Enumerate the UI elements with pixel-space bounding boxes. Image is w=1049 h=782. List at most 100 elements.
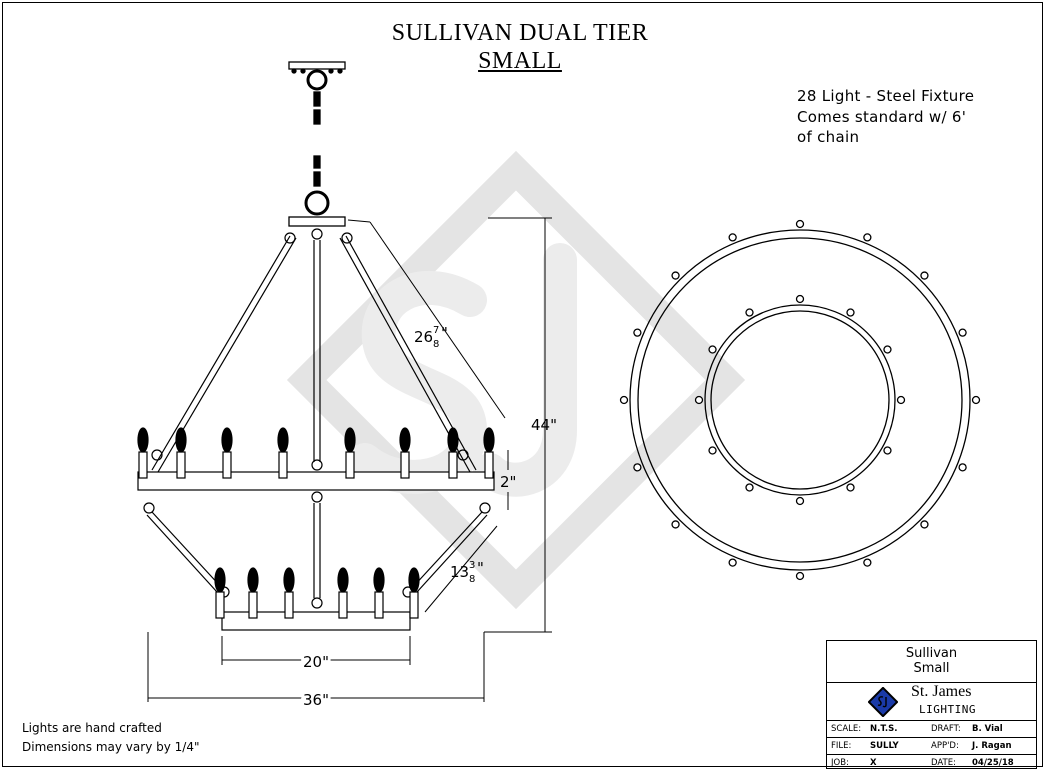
candle-sleeve (222, 451, 232, 479)
row-job-date: JOB: X DATE: 04/25/18 (827, 755, 1036, 771)
label: FILE: (831, 741, 852, 751)
candle-sleeve (215, 591, 225, 619)
note-line: Comes standard w/ 6' (797, 107, 967, 126)
row-scale-draft: SCALE: N.T.S. DRAFT: B. Vial (827, 721, 1036, 738)
dim-height: 44" (531, 416, 557, 434)
note-line: 28 Light - Steel Fixture (797, 87, 975, 105)
dim-upper-arm: 26 (414, 328, 433, 346)
candle-flame-icon (283, 567, 295, 593)
product-name: Sullivan (905, 646, 958, 661)
candle-position-dot (883, 345, 892, 354)
candle-sleeve (374, 591, 384, 619)
label: APP'D: (931, 741, 959, 751)
dim-lower-width: 20" (303, 653, 329, 671)
dim-lower-arm-numerator: 3 (469, 560, 475, 571)
drawing-border (2, 2, 1043, 767)
candle-sleeve (176, 451, 186, 479)
title-block: Sullivan Small St. James LIGHTING SCALE:… (826, 640, 1037, 769)
fixture-notes: 28 Light - Steel Fixture Comes standard … (797, 86, 974, 148)
dim-tier-height: 2" (500, 473, 516, 491)
candle-flame-icon (214, 567, 226, 593)
row-file-appd: FILE: SULLY APP'D: J. Ragan (827, 738, 1036, 755)
title-block-product: Sullivan Small (827, 641, 1036, 683)
candle-position-dot (795, 294, 805, 304)
candle-position-dot (728, 558, 737, 567)
product-size: Small (913, 661, 950, 676)
candle-sleeve (278, 451, 288, 479)
candle-sleeve (345, 451, 355, 479)
candle-sleeve (284, 591, 294, 619)
scale-value: N.T.S. (870, 724, 898, 734)
footer-note: Lights are hand crafted (22, 721, 162, 735)
candle-flame-icon (221, 427, 233, 453)
drawing-subtitle: SMALL (0, 47, 1040, 75)
candle-position-dot (846, 483, 855, 492)
candle-sleeve (484, 451, 494, 479)
candle-sleeve (248, 591, 258, 619)
candle-position-dot (694, 395, 704, 405)
candle-sleeve (409, 591, 419, 619)
dim-lower-arm: 13 (450, 563, 469, 581)
candle-position-dot (633, 463, 642, 472)
candle-position-dot (728, 233, 737, 242)
file-value: SULLY (870, 741, 899, 751)
dim-lower-arm-denominator: 8 (469, 574, 475, 585)
candle-position-dot (795, 219, 805, 229)
candle-sleeve (448, 451, 458, 479)
candle-position-dot (958, 328, 967, 337)
candle-position-dot (745, 483, 754, 492)
lower-tier (143, 491, 491, 631)
candle-position-dot (745, 308, 754, 317)
candle-flame-icon (247, 567, 259, 593)
candle-position-dot (896, 395, 906, 405)
candle-flame-icon (137, 427, 149, 453)
candle-position-dot (708, 446, 717, 455)
dim-upper-arm-denominator: 8 (433, 339, 439, 350)
candle-position-dot (619, 395, 629, 405)
candle-position-dot (958, 463, 967, 472)
drawing-title: SULLIVAN DUAL TIER (391, 20, 649, 46)
candle-position-dot (671, 520, 680, 529)
candle-position-dot (883, 446, 892, 455)
upper-tier (137, 427, 495, 491)
candle-flame-icon (399, 427, 411, 453)
candle-sleeve (338, 591, 348, 619)
candle-position-dot (920, 520, 929, 529)
dim-upper-arm-numerator: 7 (433, 325, 439, 336)
dim-upper-width: 36" (303, 691, 329, 709)
footer-notes: Lights are hand crafted Dimensions may v… (22, 719, 199, 757)
watermark-logo (286, 150, 746, 610)
dim-upper-arm-inch-mark: " (441, 324, 448, 342)
dim-lower-arm-inch-mark: " (477, 559, 484, 577)
label: JOB: (831, 758, 849, 768)
candle-flame-icon (277, 427, 289, 453)
title-block-company: St. James LIGHTING (827, 683, 1036, 721)
company-sub: LIGHTING (919, 703, 976, 716)
label: DATE: (931, 758, 956, 768)
label: SCALE: (831, 724, 862, 734)
candle-position-dot (971, 395, 981, 405)
job-value: X (870, 758, 877, 768)
top-view (619, 219, 981, 581)
candle-flame-icon (373, 567, 385, 593)
note-line: of chain (797, 128, 860, 146)
candle-position-dot (795, 496, 805, 506)
candle-sleeve (400, 451, 410, 479)
candle-sleeve (138, 451, 148, 479)
draft-value: B. Vial (972, 724, 1003, 734)
dimension-lines (147, 217, 552, 702)
date-value: 04/25/18 (972, 758, 1014, 768)
candle-flame-icon (337, 567, 349, 593)
candle-position-dot (863, 558, 872, 567)
candle-flame-icon (344, 427, 356, 453)
candle-flame-icon (483, 427, 495, 453)
candle-position-dot (633, 328, 642, 337)
company-name: St. James (911, 683, 972, 700)
appd-value: J. Ragan (972, 741, 1012, 751)
candle-flame-icon (447, 427, 459, 453)
candle-flame-icon (408, 567, 420, 593)
canopy (288, 61, 346, 227)
label: DRAFT: (931, 724, 961, 734)
candle-position-dot (846, 308, 855, 317)
candle-position-dot (863, 233, 872, 242)
